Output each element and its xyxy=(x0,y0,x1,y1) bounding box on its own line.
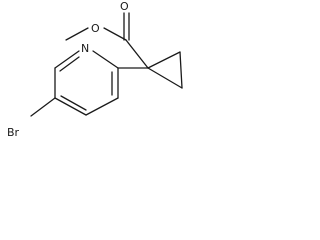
nitrogen-label: N xyxy=(81,42,89,55)
carbonyl-oxygen-label: O xyxy=(120,0,129,13)
c5-bromine-bond xyxy=(30,97,56,117)
ring-c4-c3-bond xyxy=(85,97,119,116)
ring-c2-n-bond xyxy=(92,50,119,69)
ring-c5-c4-bond xyxy=(54,97,87,116)
cyclopropane-bond-2 xyxy=(179,51,183,89)
ester-o-carbon-bond xyxy=(103,27,127,41)
ring-n-c6-inner-bond xyxy=(59,56,80,72)
cyclopropane-bond-3 xyxy=(147,67,183,89)
ring-c5-c4-inner-bond xyxy=(60,95,87,111)
carbonyl-quaternary-bond xyxy=(125,39,149,69)
bromine-label: Br xyxy=(7,126,20,139)
ring-n-c6-bond xyxy=(54,50,80,69)
cyclopropane-bond-1 xyxy=(147,51,181,69)
methyl-bond xyxy=(65,27,89,41)
ester-oxygen-label: O xyxy=(91,22,100,35)
chemical-structure: O O N Br xyxy=(7,0,183,139)
